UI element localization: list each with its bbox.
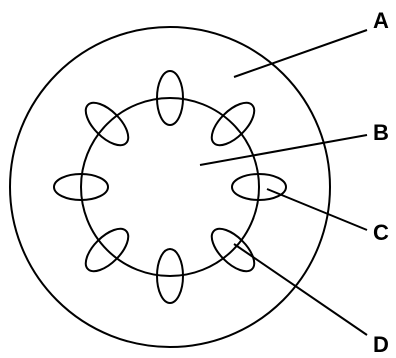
- leader-line-d: [234, 244, 367, 335]
- label-d: D: [373, 332, 389, 357]
- leader-line-c: [267, 189, 367, 230]
- outer-circle: [10, 27, 330, 347]
- diagram-figure: [10, 27, 367, 347]
- label-b: B: [373, 120, 389, 145]
- leader-line-b: [200, 135, 367, 165]
- label-c: C: [373, 220, 389, 245]
- leader-line-a: [234, 30, 367, 77]
- label-a: A: [373, 8, 389, 33]
